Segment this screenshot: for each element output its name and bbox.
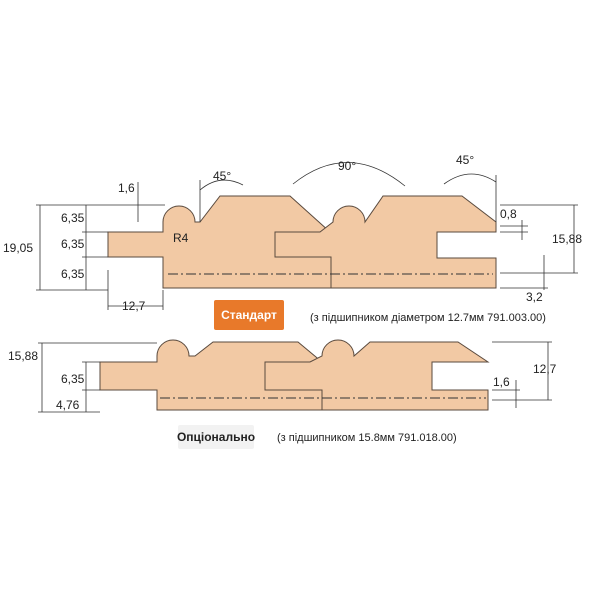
standard-angle-arc-left (199, 179, 244, 191)
standard-dim-6-35-c: 6,35 (61, 267, 85, 281)
standard-dim-1-6: 1,6 (118, 181, 135, 195)
optional-button[interactable]: Опціонально (177, 425, 255, 449)
standard-angle-arc-mid (292, 162, 406, 187)
optional-dim-4-76: 4,76 (56, 398, 80, 412)
standard-button[interactable]: Стандарт (214, 300, 284, 330)
optional-dim-15-88: 15,88 (8, 349, 38, 363)
standard-profile: 1,6 45° 90° 45° 6,35 6,35 6,35 19,05 R4 … (3, 153, 582, 324)
standard-angle-left: 45° (213, 169, 231, 183)
standard-dim-19-05: 19,05 (3, 241, 33, 255)
standard-radius-r4: R4 (173, 231, 189, 245)
standard-dim-6-35-a: 6,35 (61, 211, 85, 225)
optional-note: (з підшипником 15.8мм 791.018.00) (277, 432, 457, 444)
standard-dim-6-35-b: 6,35 (61, 237, 85, 251)
optional-dim-12-7: 12,7 (533, 362, 557, 376)
optional-dim-6-35: 6,35 (61, 372, 85, 386)
standard-dim-12-7: 12,7 (122, 299, 146, 313)
standard-dim-15-88: 15,88 (552, 232, 582, 246)
optional-board-right (264, 339, 490, 411)
standard-board-right (274, 195, 497, 289)
optional-dim-1-6: 1,6 (493, 375, 510, 389)
standard-note: (з підшипником діаметром 12.7мм 791.003.… (310, 312, 546, 324)
standard-dim-3-2: 3,2 (526, 290, 543, 304)
optional-profile: 15,88 6,35 4,76 12,7 1,6 (з підшипником … (8, 339, 557, 444)
standard-dim-0-8: 0,8 (500, 207, 517, 221)
standard-angle-right: 45° (456, 153, 474, 167)
standard-angle-mid: 90° (338, 159, 356, 173)
standard-angle-arc-right (443, 173, 497, 185)
